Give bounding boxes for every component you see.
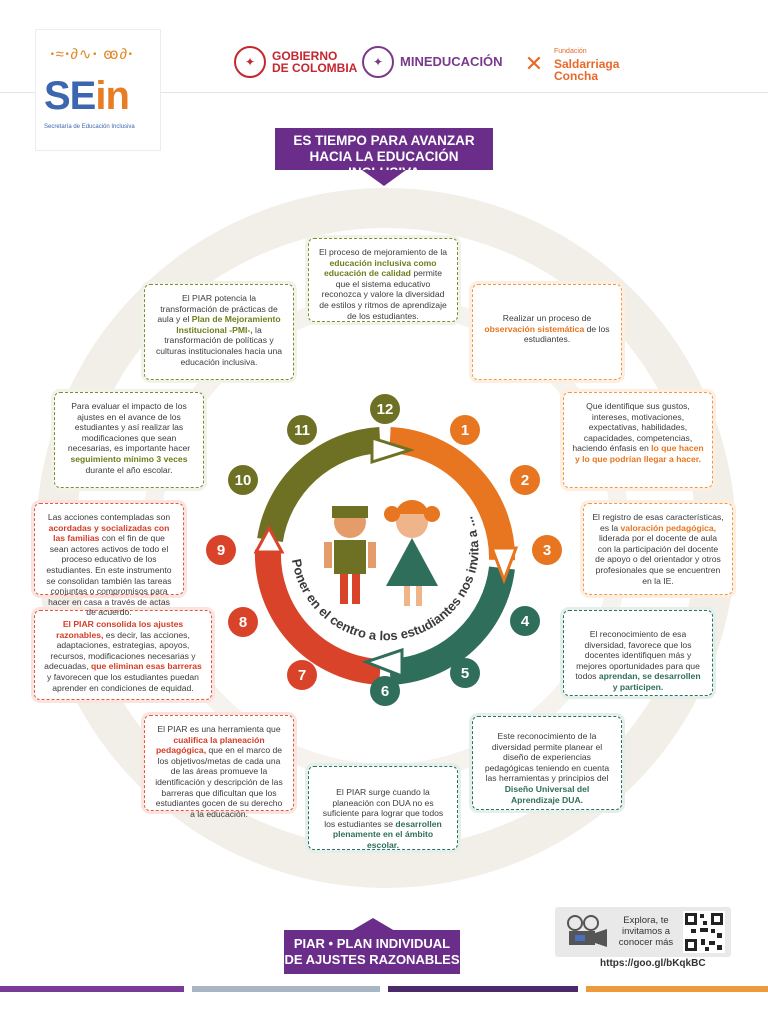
step-number-9: 9 [206,535,236,565]
sein-logo: ꞏ≈ꞏ∂∿ꞏ ꙭ∂ꞏ SEin Secretaría de Educación … [36,30,160,150]
arc-olive [257,427,382,543]
girl-icon [384,500,440,606]
logo-squiggle: ꞏ≈ꞏ∂∿ꞏ ꙭ∂ꞏ [50,46,134,63]
arc-teal [389,566,515,685]
card-step-3: El registro de esas características, es … [583,503,733,595]
card-step-11: El PIAR potencia la transformación de pr… [144,284,294,380]
step-number-11: 11 [287,415,317,445]
step-number-12: 12 [370,394,400,424]
qr-link[interactable]: https://goo.gl/bKqkBC [600,958,706,969]
step-number-2: 2 [510,465,540,495]
qr-card[interactable]: Explora, te invitamos a conocer más [555,907,731,957]
cycle-diagram: Poner en el centro a los estudiantes nos… [253,427,519,685]
step-number-5: 5 [450,658,480,688]
card-step-4: El reconocimiento de esa diversidad, fav… [563,610,713,696]
card-step-5: Este reconocimiento de la diversidad per… [472,716,622,810]
card-step-12: El proceso de mejoramiento de la educaci… [308,238,458,322]
card-step-10: Para evaluar el impacto de los ajustes e… [54,392,204,488]
card-step-8: El PIAR consolida los ajustes razonables… [34,610,212,700]
card-step-9: Las acciones contempladas son acordadas … [34,503,184,617]
bottom-banner-tip [351,918,395,931]
logo-subtitle: Secretaría de Educación Inclusiva [44,124,135,130]
step-number-1: 1 [450,415,480,445]
step-number-8: 8 [228,607,258,637]
center-text: Poner en el centro a los estudiantes nos… [289,515,482,644]
logo-text: SEin [44,74,130,118]
arrow-top [370,435,415,465]
arrow-left [253,524,285,554]
qr-invite-text: Explora, te invitamos a conocer más [618,915,674,948]
fundacion-icon: ✕ [524,51,544,76]
step-number-10: 10 [228,465,258,495]
header-divider [0,92,768,93]
footer-bar-dark [388,986,578,992]
footer-bar-purple [0,986,184,992]
banner-tip [362,170,406,186]
card-step-1: Realizar un proceso de observación siste… [472,284,622,380]
boy-icon [324,506,376,604]
footer-bar-orange [586,986,768,992]
step-number-3: 3 [532,535,562,565]
mineducacion-logo: ✦ MINEDUCACIÓN [362,46,503,78]
card-step-7: El PIAR es una herramienta que cualifica… [144,715,294,819]
arc-orange [389,427,516,561]
step-number-7: 7 [287,660,317,690]
arrow-bottom [361,647,404,679]
arrow-right [489,546,519,585]
card-step-6: El PIAR surge cuando la planeación con D… [308,766,458,850]
arc-red [254,549,381,685]
projector-icon [567,915,607,947]
qr-code-icon[interactable] [683,911,725,953]
card-step-2: Que identifique sus gustos, intereses, m… [563,392,713,488]
step-number-6: 6 [370,676,400,706]
footer-bar-gray [192,986,380,992]
colombia-seal-icon: ✦ [234,46,266,78]
mineducacion-seal-icon: ✦ [362,46,394,78]
step-number-4: 4 [510,606,540,636]
